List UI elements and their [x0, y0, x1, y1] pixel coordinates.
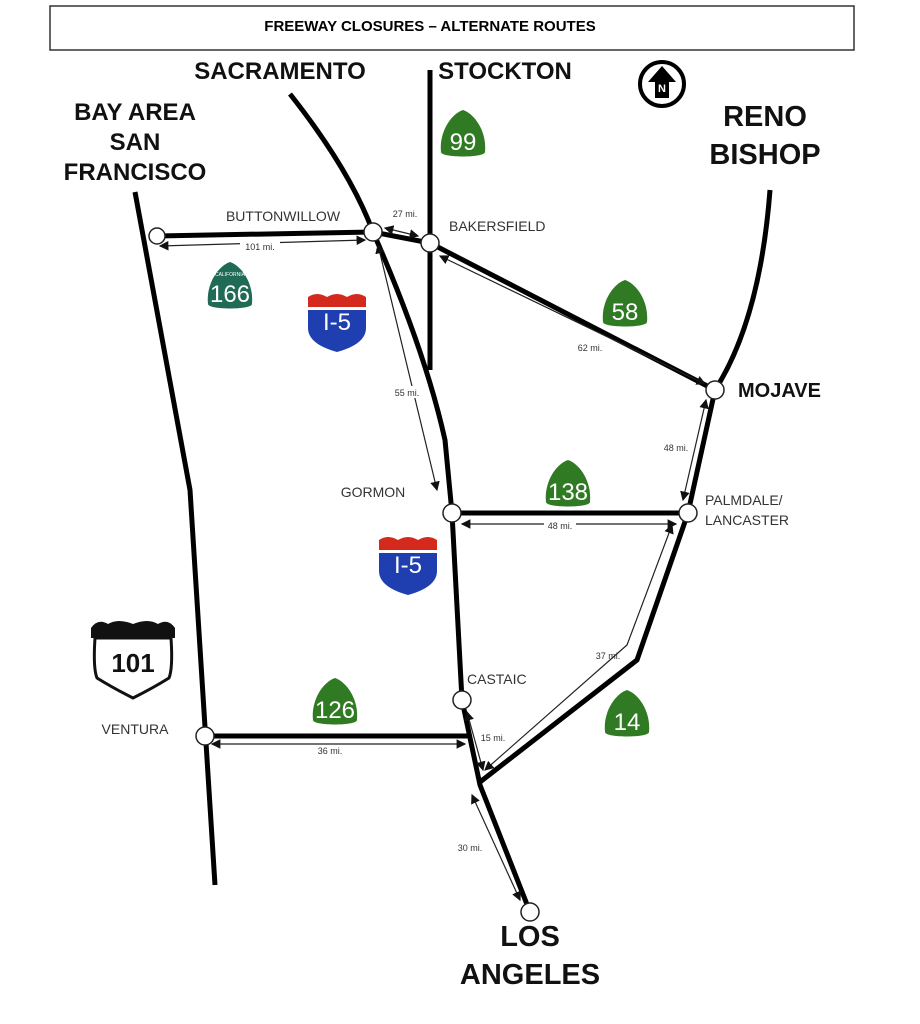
label-sacramento: SACRAMENTO [194, 58, 366, 85]
arrow-30 [471, 793, 521, 902]
us101-shield-icon: 101 [91, 621, 175, 700]
distance-27: 27 mi. [393, 209, 418, 219]
city-mojave: MOJAVE [738, 380, 821, 402]
node-palmdale [678, 503, 698, 523]
node-ventura [195, 726, 215, 746]
distance-62: 62 mi. [578, 343, 603, 353]
city-nodes [148, 222, 725, 922]
label-francisco: FRANCISCO [64, 159, 207, 186]
city-castaic: CASTAIC [467, 671, 527, 687]
i5-shield-icon: I-5 [379, 537, 437, 595]
distance-37: 37 mi. [596, 651, 621, 661]
sr166-shield-icon: CALIFORNIA 166 [207, 262, 253, 309]
distance-101: 101 mi. [245, 242, 275, 252]
svg-text:I-5: I-5 [394, 552, 422, 579]
node-bakersfield [420, 233, 440, 253]
arrow-48a [680, 398, 709, 502]
i5-shield-icon: I-5 [308, 294, 366, 352]
distance-labels: 27 mi. 101 mi. 55 mi. 62 mi. 48 mi. 48 m… [240, 207, 688, 853]
sr58-shield-icon: 58 [602, 280, 648, 327]
distance-30: 30 mi. [458, 843, 483, 853]
svg-text:126: 126 [315, 697, 355, 724]
svg-text:166: 166 [210, 281, 250, 308]
label-bay-area: BAY AREA [74, 99, 196, 126]
arrow-55 [375, 243, 440, 492]
label-bishop: BISHOP [709, 139, 820, 171]
north-arrow-icon: N [638, 60, 686, 108]
arrow-27 [383, 225, 420, 239]
city-bakersfield: BAKERSFIELD [449, 218, 545, 234]
svg-text:CALIFORNIA: CALIFORNIA [215, 272, 246, 278]
city-ventura: VENTURA [102, 721, 170, 737]
city-palmdale: PALMDALE/ [705, 492, 783, 508]
label-san: SAN [110, 129, 161, 156]
node-castaic [452, 690, 472, 710]
map-title: FREEWAY CLOSURES – ALTERNATE ROUTES [264, 18, 595, 35]
label-stockton: STOCKTON [438, 58, 572, 85]
svg-text:I-5: I-5 [323, 309, 351, 336]
arrow-62 [438, 255, 707, 385]
distance-48-sr138: 48 mi. [548, 521, 573, 531]
distance-36: 36 mi. [318, 746, 343, 756]
svg-text:14: 14 [614, 709, 641, 736]
title-box [49, 5, 855, 51]
sr138-shield-icon: 138 [545, 460, 591, 507]
arrow-37 [484, 523, 674, 771]
city-lancaster: LANCASTER [705, 512, 789, 528]
distance-55: 55 mi. [395, 388, 420, 398]
svg-text:99: 99 [450, 129, 477, 156]
distance-48-mojave: 48 mi. [664, 443, 689, 453]
sr99-shield-icon: 99 [440, 110, 486, 157]
arrow-15 [464, 710, 486, 772]
node-mojave [705, 380, 725, 400]
svg-text:N: N [658, 83, 666, 95]
node-gormon [442, 503, 462, 523]
sr14-shield-icon: 14 [604, 690, 650, 737]
node-los-angeles [520, 902, 540, 922]
node-sr166-west [148, 227, 166, 245]
city-buttonwillow: BUTTONWILLOW [226, 208, 341, 224]
city-gormon: GORMON [341, 484, 406, 500]
distance-15: 15 mi. [481, 733, 506, 743]
node-buttonwillow [363, 222, 383, 242]
label-los: LOS [500, 921, 560, 953]
label-reno: RENO [723, 101, 807, 133]
svg-text:101: 101 [111, 648, 154, 678]
sr126-shield-icon: 126 [312, 678, 358, 725]
svg-text:58: 58 [612, 299, 639, 326]
label-angeles: ANGELES [460, 959, 600, 991]
road-sr166 [156, 229, 374, 239]
svg-text:138: 138 [548, 479, 588, 506]
road-us101 [132, 191, 218, 886]
